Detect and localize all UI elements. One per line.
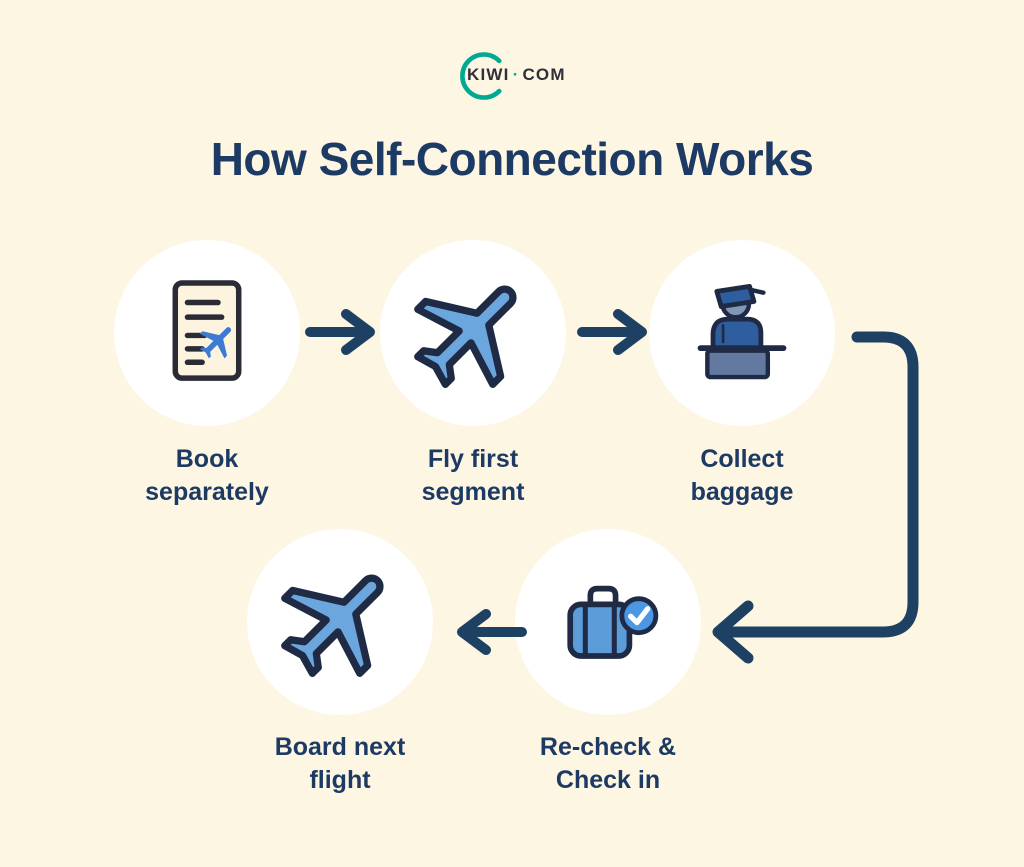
logo-dot: · [512, 65, 520, 85]
step-circle-recheck-checkin [515, 529, 701, 715]
label-fly-first-segment: Fly first segment [421, 445, 525, 506]
kiwi-logo: KIWI·COM [456, 47, 572, 105]
kiwi-logo-ring-icon [460, 52, 502, 100]
blue-plane-glyph [199, 327, 232, 359]
label-collect-baggage: Collect baggage [690, 445, 794, 506]
step-circle-board-next-flight [247, 529, 433, 715]
step-circle-fly-first-segment [380, 240, 566, 426]
label-book-separately: Book separately [145, 445, 269, 506]
arrow-left-icon [457, 609, 527, 655]
page-title: How Self-Connection Works [210, 133, 814, 185]
kiwi-logo-text: KIWI·COM [467, 65, 566, 85]
step-circle-book-separately [114, 240, 300, 426]
logo-word-kiwi: KIWI [467, 65, 510, 85]
suitcase-check-icon [567, 585, 659, 659]
arrow-right-icon [577, 309, 647, 355]
step-circle-collect-baggage [649, 240, 835, 426]
connector-arrow-down-left-icon [712, 331, 919, 664]
airplane-icon [414, 285, 517, 388]
logo-word-com: COM [522, 65, 566, 85]
booking-document-icon [172, 280, 242, 381]
check-badge-icon [619, 596, 659, 636]
label-recheck-checkin: Re-check & Check in [539, 733, 677, 794]
arrow-right-icon [305, 309, 375, 355]
baggage-desk-agent-icon [697, 283, 787, 380]
label-board-next-flight: Board next flight [274, 733, 406, 794]
airplane-icon [281, 574, 384, 677]
